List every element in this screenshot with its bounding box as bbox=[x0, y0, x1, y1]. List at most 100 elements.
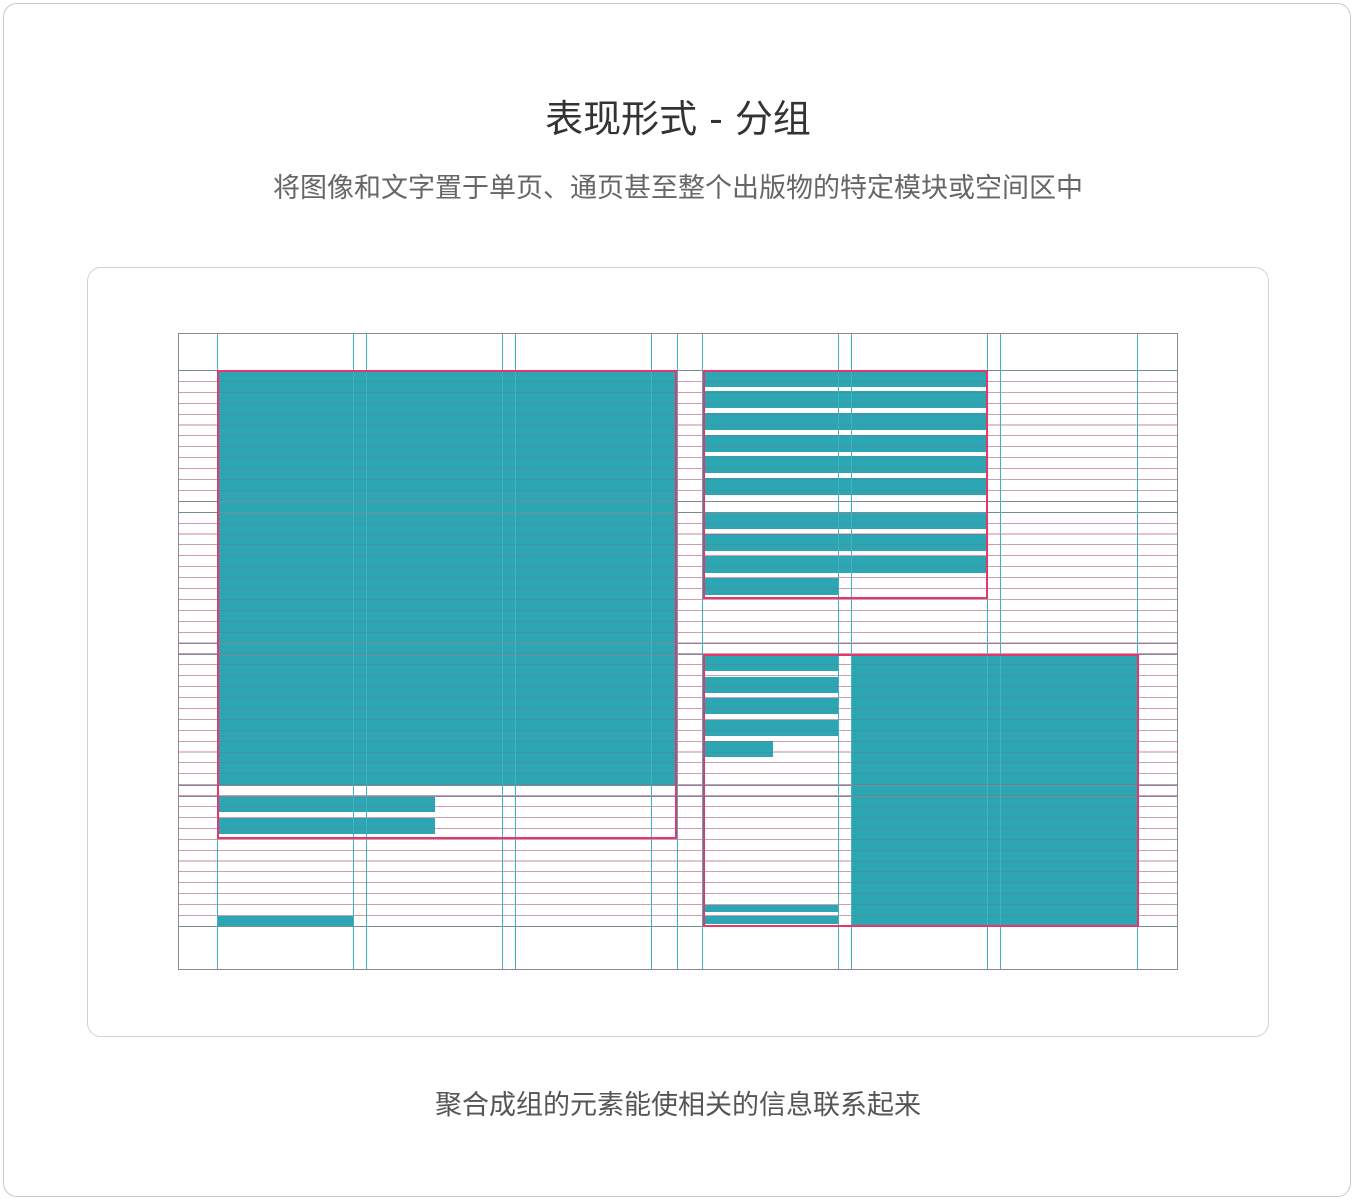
baseline-overlay bbox=[178, 479, 1178, 480]
baseline bbox=[178, 446, 1178, 447]
baseline-overlay bbox=[178, 752, 1178, 753]
content-block bbox=[704, 372, 986, 387]
baseline-overlay bbox=[178, 806, 1178, 807]
column-line bbox=[651, 333, 652, 970]
baseline-overlay bbox=[178, 632, 1178, 633]
baseline bbox=[178, 882, 1178, 883]
baseline-overlay bbox=[178, 795, 1178, 796]
baseline bbox=[178, 653, 1178, 654]
baseline-overlay bbox=[178, 871, 1178, 872]
baseline bbox=[178, 741, 1178, 742]
column-line bbox=[1137, 333, 1138, 970]
baseline bbox=[178, 577, 1178, 578]
content-block bbox=[704, 456, 986, 473]
baseline-overlay bbox=[178, 435, 1178, 436]
baseline-overlay bbox=[178, 490, 1178, 491]
row-line bbox=[178, 785, 1178, 786]
column-line bbox=[677, 333, 678, 970]
content-block bbox=[704, 578, 838, 595]
baseline bbox=[178, 435, 1178, 436]
baseline bbox=[178, 893, 1178, 894]
column-line bbox=[987, 333, 988, 970]
content-block bbox=[704, 916, 838, 924]
baseline bbox=[178, 544, 1178, 545]
baseline-overlay bbox=[178, 741, 1178, 742]
content-block bbox=[704, 413, 986, 430]
baseline bbox=[178, 479, 1178, 480]
baseline-overlay bbox=[178, 697, 1178, 698]
baseline bbox=[178, 708, 1178, 709]
baseline bbox=[178, 381, 1178, 382]
row-line bbox=[178, 654, 1178, 655]
group-border bbox=[703, 370, 988, 599]
baseline bbox=[178, 533, 1178, 534]
baseline-overlay bbox=[178, 392, 1178, 393]
baseline bbox=[178, 773, 1178, 774]
content-block bbox=[218, 818, 435, 834]
content-block bbox=[852, 655, 1137, 925]
baseline-overlay bbox=[178, 839, 1178, 840]
content-block bbox=[704, 478, 986, 495]
baseline bbox=[178, 490, 1178, 491]
baseline-overlay bbox=[178, 403, 1178, 404]
baseline-overlay bbox=[178, 686, 1178, 687]
group-border bbox=[217, 370, 677, 839]
baseline-overlay bbox=[178, 675, 1178, 676]
baseline-overlay bbox=[178, 893, 1178, 894]
baseline bbox=[178, 457, 1178, 458]
baseline bbox=[178, 915, 1178, 916]
baseline bbox=[178, 828, 1178, 829]
content-block bbox=[218, 371, 676, 785]
content-block bbox=[704, 391, 986, 408]
content-block bbox=[218, 796, 435, 812]
content-block bbox=[704, 534, 986, 551]
baseline-overlay bbox=[178, 534, 1178, 535]
column-line bbox=[1000, 333, 1001, 970]
content-block bbox=[704, 741, 773, 757]
row-line bbox=[178, 512, 1178, 513]
group-border bbox=[703, 654, 1139, 927]
baseline-overlay bbox=[178, 730, 1178, 731]
baseline-overlay bbox=[178, 708, 1178, 709]
caption: 聚合成组的元素能使相关的信息联系起来 bbox=[435, 1090, 921, 1121]
baseline-overlay bbox=[178, 861, 1178, 862]
content-block bbox=[704, 512, 986, 529]
baseline bbox=[178, 610, 1178, 611]
baseline bbox=[178, 762, 1178, 763]
baseline bbox=[178, 719, 1178, 720]
baseline bbox=[178, 806, 1178, 807]
content-block bbox=[704, 698, 838, 714]
baseline-overlay bbox=[178, 653, 1178, 654]
baseline-overlay bbox=[178, 588, 1178, 589]
baseline bbox=[178, 860, 1178, 861]
content-block bbox=[704, 677, 838, 693]
page-border bbox=[178, 333, 1178, 970]
baseline-overlay bbox=[178, 446, 1178, 447]
baseline-overlay bbox=[178, 773, 1178, 774]
baseline bbox=[178, 817, 1178, 818]
baseline bbox=[178, 751, 1178, 752]
baseline bbox=[178, 392, 1178, 393]
baseline bbox=[178, 675, 1178, 676]
baseline bbox=[178, 468, 1178, 469]
column-line bbox=[838, 333, 839, 970]
column-line bbox=[502, 333, 503, 970]
baseline bbox=[178, 566, 1178, 567]
baseline-overlay bbox=[178, 904, 1178, 905]
baseline bbox=[178, 642, 1178, 643]
baseline-overlay bbox=[178, 621, 1178, 622]
baseline bbox=[178, 588, 1178, 589]
baseline bbox=[178, 686, 1178, 687]
baseline bbox=[178, 730, 1178, 731]
diagram-card bbox=[87, 267, 1269, 1037]
baseline bbox=[178, 599, 1178, 600]
page-subtitle: 将图像和文字置于单页、通页甚至整个出版物的特定模块或空间区中 bbox=[273, 173, 1083, 204]
content-block bbox=[704, 556, 986, 573]
baseline-overlay bbox=[178, 457, 1178, 458]
baseline bbox=[178, 424, 1178, 425]
baseline-overlay bbox=[178, 544, 1178, 545]
baseline-overlay bbox=[178, 523, 1178, 524]
column-line bbox=[366, 333, 367, 970]
baseline-overlay bbox=[178, 425, 1178, 426]
